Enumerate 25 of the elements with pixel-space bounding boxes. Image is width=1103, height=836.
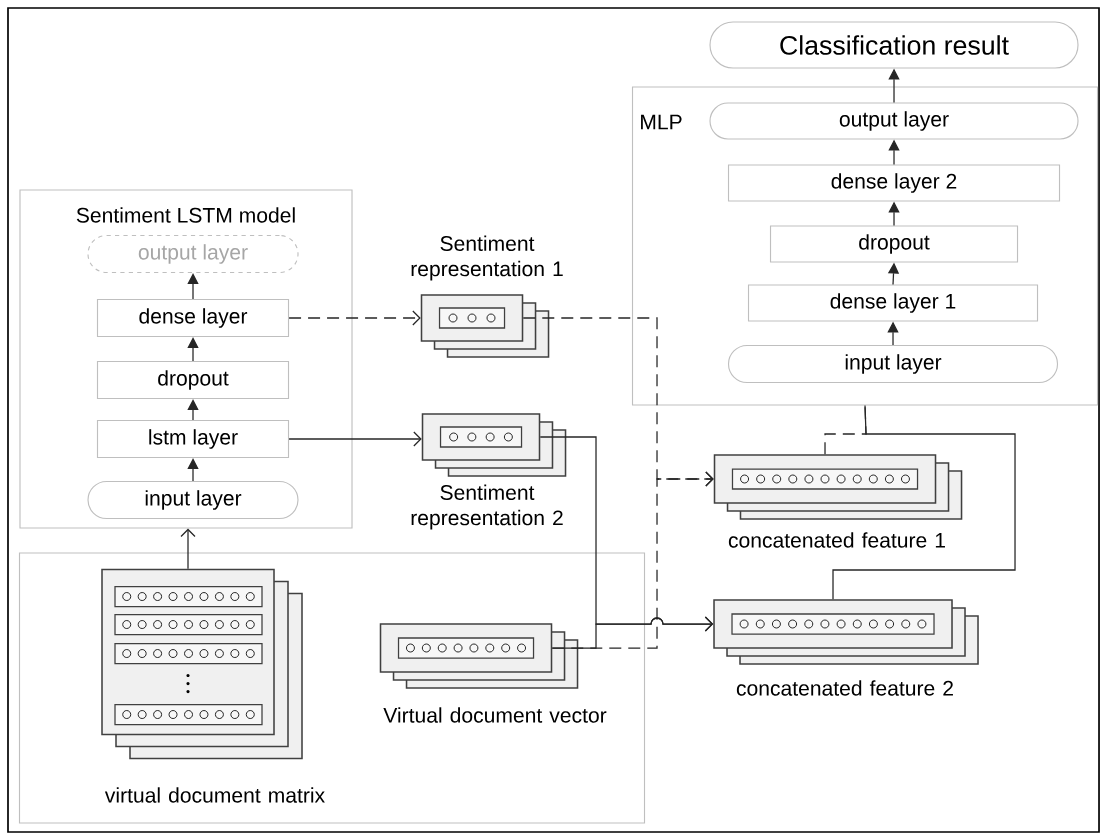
stack-caption: Sentiment representation 2 xyxy=(411,484,563,530)
stack-caption: Virtual document vector xyxy=(383,707,607,723)
layer-box: input layer xyxy=(727,344,1059,384)
layer-box: input layer xyxy=(87,480,299,520)
stack-caption: concatenated feature 2 xyxy=(736,680,953,696)
layer-box: lstm layer xyxy=(96,419,290,459)
arrow xyxy=(187,399,199,421)
layer-box: output layer xyxy=(709,102,1079,140)
layer-box: dense layer 2 xyxy=(727,164,1061,202)
arrow xyxy=(288,431,422,447)
arrow xyxy=(180,528,196,570)
arrow xyxy=(551,616,714,649)
layer-box: dense layer 1 xyxy=(747,284,1039,322)
layer-box: Classification result xyxy=(709,21,1079,69)
arrow xyxy=(187,337,199,362)
stack-caption: virtual document matrix xyxy=(104,787,325,803)
arrow xyxy=(288,310,421,326)
stack-caption: concatenated feature 1 xyxy=(728,532,945,548)
layer-box: dense layer xyxy=(96,298,290,338)
arrow xyxy=(187,273,199,300)
layer-box: dropout xyxy=(769,225,1019,263)
layer-box: output layer xyxy=(87,234,299,274)
arrow xyxy=(187,458,199,482)
layer-box: dropout xyxy=(96,360,290,400)
stack-caption: Sentiment representation 1 xyxy=(411,235,563,281)
